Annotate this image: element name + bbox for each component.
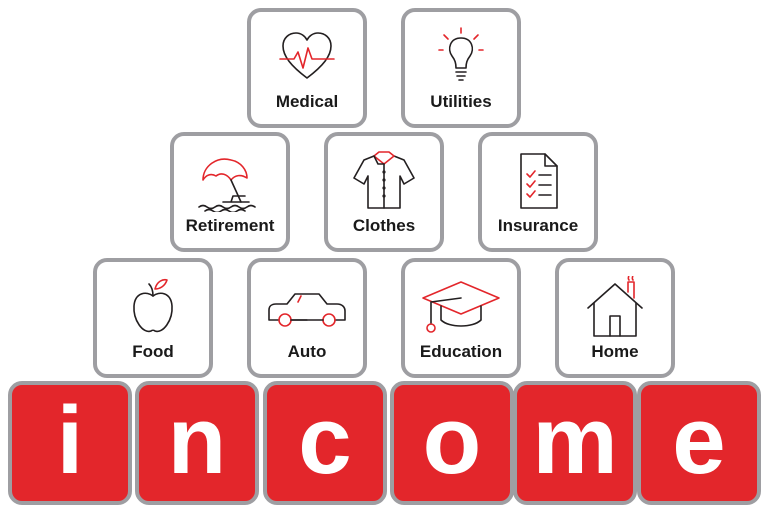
income-letter-o: o xyxy=(390,381,514,505)
graduation-cap-icon xyxy=(422,281,500,333)
income-letter-e: e xyxy=(637,381,761,505)
tile-label-utilities: Utilities xyxy=(430,92,492,111)
checklist-document-icon xyxy=(520,153,558,209)
tile-label-auto: Auto xyxy=(287,342,327,361)
income-letter-i: i xyxy=(8,381,132,505)
tile-label-retirement: Retirement xyxy=(185,216,275,235)
tile-home: Home xyxy=(555,258,675,378)
heart-pulse-icon xyxy=(279,32,335,79)
tile-utilities: Utilities xyxy=(401,8,521,128)
tile-auto: Auto xyxy=(247,258,367,378)
tile-clothes: Clothes xyxy=(324,132,444,252)
income-letter-n: n xyxy=(135,381,259,505)
tile-medical: Medical xyxy=(247,8,367,128)
tile-label-home: Home xyxy=(591,342,639,361)
tile-label-education: Education xyxy=(419,342,503,361)
beach-umbrella-icon xyxy=(198,158,256,212)
tile-food: Food xyxy=(93,258,213,378)
apple-icon xyxy=(133,278,173,333)
tile-insurance: Insurance xyxy=(478,132,598,252)
house-icon xyxy=(587,276,643,337)
shirt-icon xyxy=(353,151,415,209)
tile-label-insurance: Insurance xyxy=(497,216,579,235)
tile-education: Education xyxy=(401,258,521,378)
tile-label-food: Food xyxy=(132,342,174,361)
income-letter-m: m xyxy=(513,381,637,505)
car-icon xyxy=(268,293,346,327)
tile-label-clothes: Clothes xyxy=(352,216,416,235)
lightbulb-icon xyxy=(438,27,484,81)
tile-label-medical: Medical xyxy=(275,92,339,111)
income-letter-c: c xyxy=(263,381,387,505)
tile-retirement: Retirement xyxy=(170,132,290,252)
